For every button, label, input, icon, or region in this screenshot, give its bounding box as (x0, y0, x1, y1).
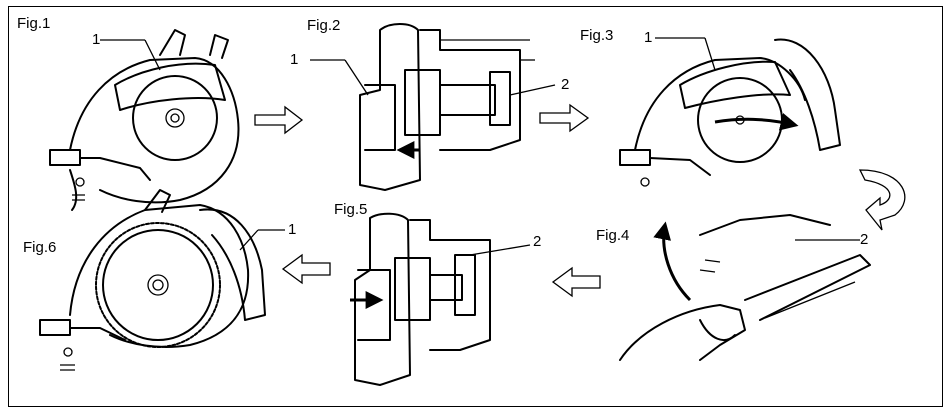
arrow-left-2 (281, 253, 331, 285)
fig2-callout-2: 2 (561, 76, 569, 93)
fig4-hand-blade-illustration (619, 214, 871, 361)
arrow-left-1 (551, 266, 601, 298)
fig1-title: Fig.1 (17, 15, 50, 32)
fig4-title: Fig.4 (596, 227, 629, 244)
arrow-right-1 (254, 105, 304, 135)
fig4-callout-2-text: 2 (860, 231, 868, 248)
fig1-callout-1: 1 (92, 31, 100, 48)
fig1-saw-illustration (49, 29, 240, 211)
arrow-curved-down (858, 169, 906, 231)
fig2-side-view-illustration (310, 23, 556, 191)
arrow-right-2 (539, 103, 590, 133)
fig3-title: Fig.3 (580, 27, 613, 44)
fig5-side-view-illustration (350, 212, 531, 386)
fig6-callout-1: 1 (288, 221, 296, 238)
fig5-callout-2: 2 (533, 233, 541, 250)
diagram-frame (8, 6, 943, 407)
fig5-title: Fig.5 (334, 201, 367, 218)
fig2-callout-1: 1 (290, 51, 298, 68)
fig2-title: Fig.2 (307, 17, 340, 34)
fig3-saw-guard-lifted-illustration (619, 37, 841, 187)
fig6-saw-toothed-blade-illustration (39, 189, 285, 371)
fig3-callout-1: 1 (644, 29, 652, 46)
fig6-title: Fig.6 (23, 239, 56, 256)
